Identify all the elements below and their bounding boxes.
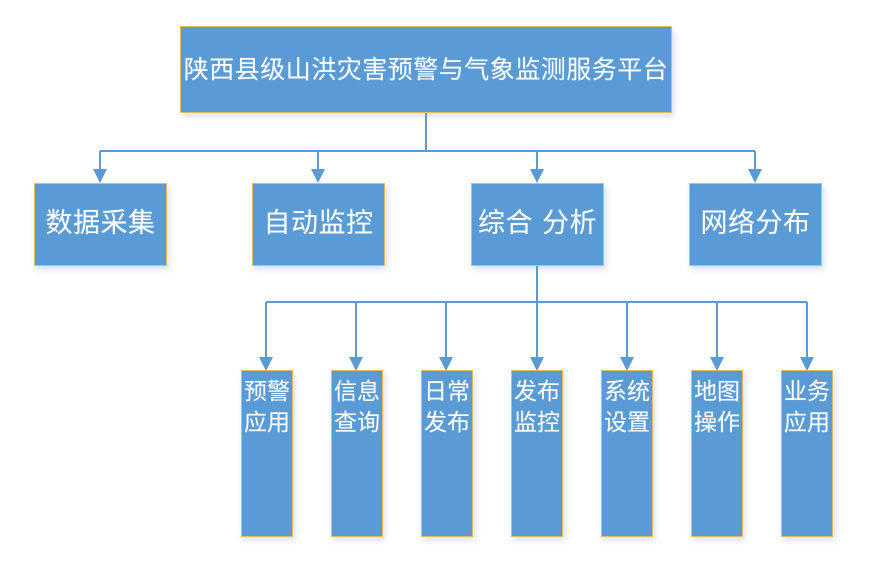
node-network-distribution-label: 网络分布: [700, 208, 811, 240]
node-business-application[interactable]: 业务 应用: [781, 370, 833, 537]
node-information-query-label: 信息 查询: [334, 379, 380, 436]
node-system-settings[interactable]: 系统 设置: [601, 370, 653, 537]
node-business-application-label: 业务 应用: [784, 379, 830, 436]
node-comprehensive-analysis-label: 综合 分析: [477, 208, 598, 240]
node-daily-release-label: 日常 发布: [424, 379, 470, 436]
node-warning-application-label: 预警 应用: [244, 379, 290, 436]
node-network-distribution[interactable]: 网络分布: [689, 183, 822, 266]
node-root-label: 陕西县级山洪灾害预警与气象监测服务平台: [183, 54, 669, 84]
node-auto-monitoring-label: 自动监控: [263, 208, 374, 240]
node-map-operation-label: 地图 操作: [694, 379, 740, 436]
node-map-operation[interactable]: 地图 操作: [691, 370, 743, 537]
node-data-collection[interactable]: 数据采集: [34, 183, 167, 266]
node-system-settings-label: 系统 设置: [604, 379, 650, 436]
node-release-monitoring[interactable]: 发布 监控: [511, 370, 563, 537]
node-root[interactable]: 陕西县级山洪灾害预警与气象监测服务平台: [180, 26, 672, 113]
node-release-monitoring-label: 发布 监控: [514, 379, 560, 436]
node-auto-monitoring[interactable]: 自动监控: [252, 183, 385, 266]
node-daily-release[interactable]: 日常 发布: [421, 370, 473, 537]
node-information-query[interactable]: 信息 查询: [331, 370, 383, 537]
node-warning-application[interactable]: 预警 应用: [241, 370, 293, 537]
node-comprehensive-analysis[interactable]: 综合 分析: [471, 183, 604, 266]
node-data-collection-label: 数据采集: [45, 208, 156, 240]
